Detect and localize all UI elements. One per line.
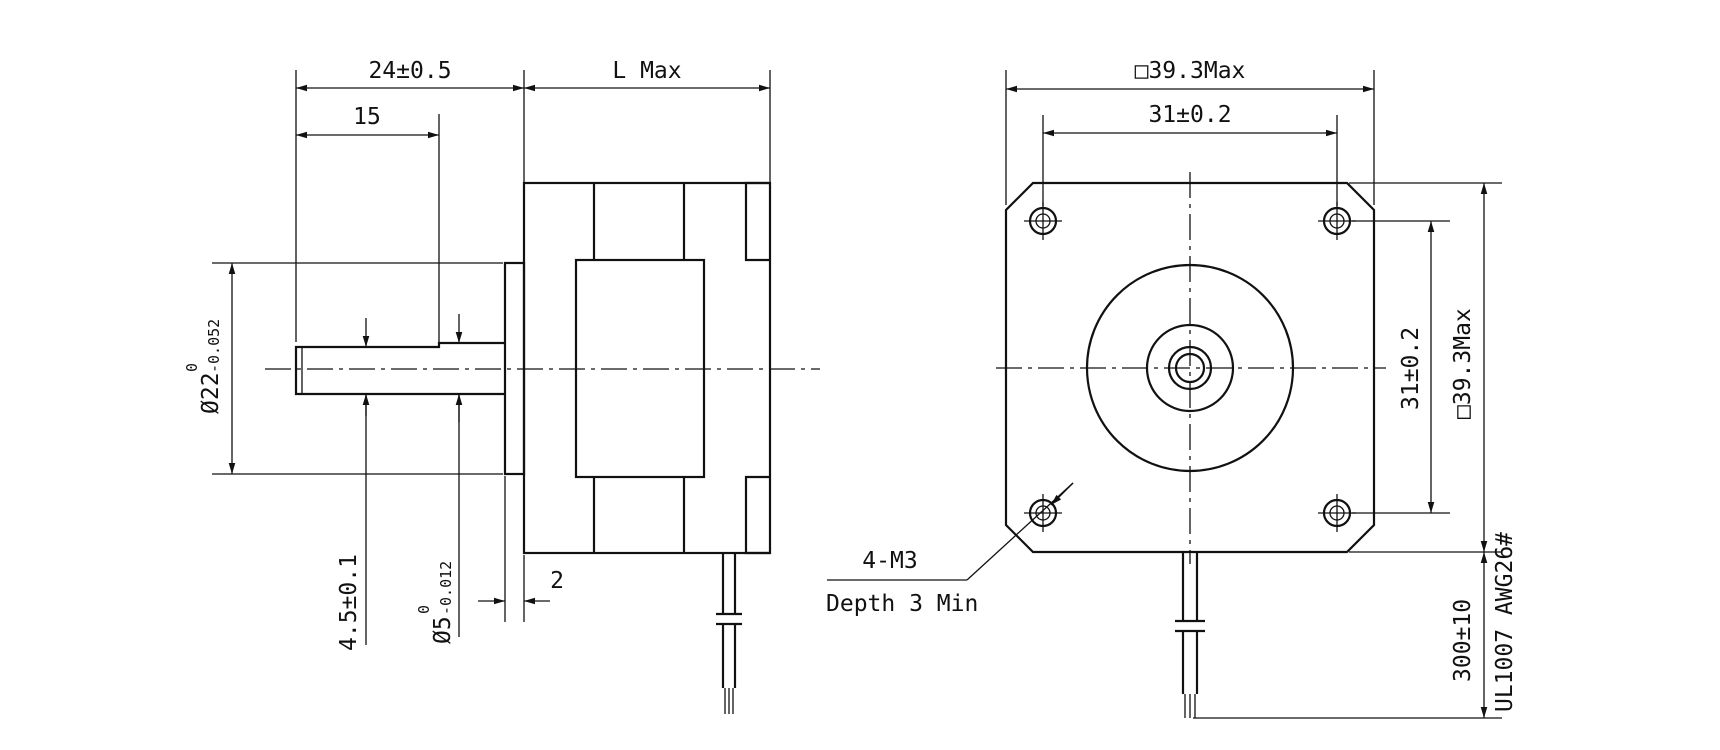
pilot-diameter-dimension: Ø22 [198, 372, 224, 414]
shaft-diameter-dimension: Ø5 [430, 616, 456, 644]
mount-holes-callout: 4-M3 [862, 548, 917, 574]
hole-callout-leader [966, 482, 1074, 581]
width-max-dimension: □39.3Max [1135, 58, 1246, 84]
flat-depth-dimension: 4.5±0.1 [336, 554, 362, 651]
side-view: 24±0.5 15 L Max Ø22 0 -0.052 4.5±0.1 Ø5 … [183, 58, 820, 714]
flat-length-dimension: 15 [353, 104, 381, 130]
pilot-tolerance-lower: -0.052 [205, 319, 223, 373]
height-max-dimension: □39.3Max [1450, 308, 1476, 419]
lead-length-dimension: 300±10 [1450, 599, 1476, 682]
shaft-outline [294, 341, 505, 396]
body-length-dimension: L Max [612, 58, 681, 84]
lead-wire-spec: UL1007 AWG26# [1492, 532, 1518, 712]
rear-cap-notch-top [744, 181, 770, 262]
stator-core [574, 258, 706, 479]
flange-outline [1004, 181, 1376, 554]
motor-body-outline [522, 181, 772, 555]
pilot-thickness-dimension: 2 [550, 568, 564, 594]
shaft-length-dimension: 24±0.5 [368, 58, 451, 84]
shaft-tolerance-upper: 0 [415, 605, 433, 614]
hole-spacing-v-dimension: 31±0.2 [1398, 327, 1424, 410]
hole-spacing-h-dimension: 31±0.2 [1148, 102, 1231, 128]
rear-cap-notch-bottom [744, 475, 770, 555]
front-view: □39.3Max 31±0.2 31±0.2 □39.3Max 300±10 U… [826, 58, 1518, 719]
shaft-tolerance-lower: -0.012 [437, 561, 455, 615]
hole-depth-callout: Depth 3 Min [826, 591, 978, 617]
pilot-tolerance-upper: 0 [183, 363, 201, 372]
